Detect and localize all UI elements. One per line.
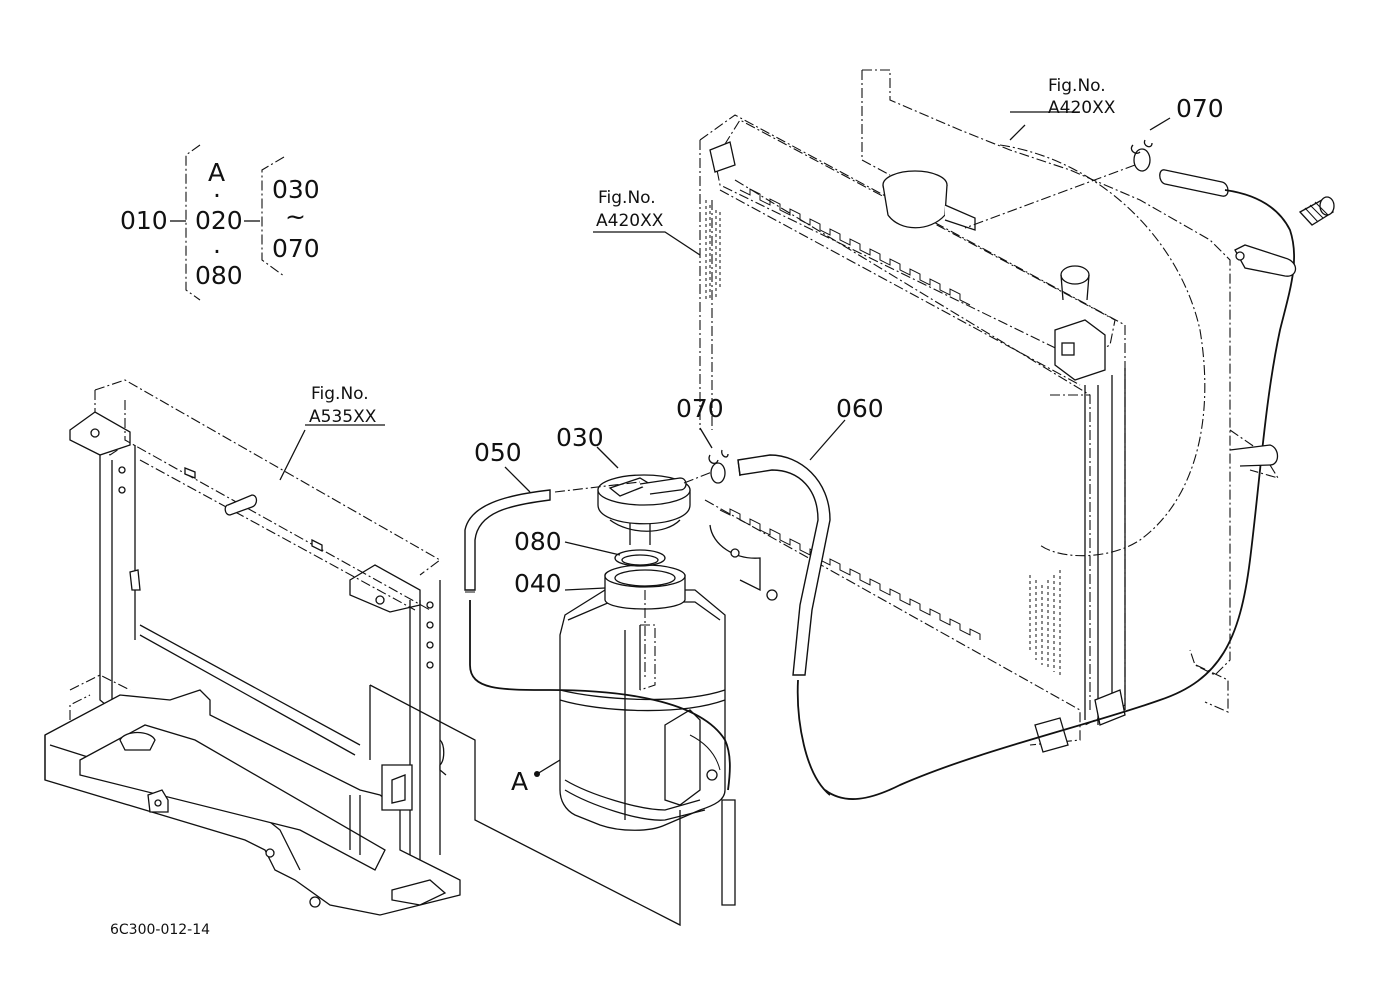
drawing-code: 6C300-012-14 bbox=[110, 922, 210, 938]
fig-ref-left-line2: A420XX bbox=[596, 211, 664, 231]
fig-ref-left-line1: Fig.No. bbox=[598, 188, 656, 208]
overflow-hose-upper bbox=[824, 139, 1335, 800]
key-bracket-left bbox=[185, 144, 201, 301]
key-080: 080 bbox=[195, 261, 243, 290]
callout-050: 050 bbox=[474, 438, 522, 467]
key-bracket-right bbox=[261, 156, 285, 277]
drain-fitting bbox=[1298, 196, 1335, 226]
fig-ref-frame-line1: Fig.No. bbox=[311, 384, 369, 404]
clip-top-icon bbox=[1130, 139, 1153, 172]
hose-050 bbox=[464, 481, 736, 906]
reserve-tank-040 bbox=[559, 564, 726, 831]
fig-ref-top-line1: Fig.No. bbox=[1048, 76, 1106, 96]
key-020: 020 bbox=[195, 206, 243, 235]
key-tilde: ~ bbox=[285, 202, 306, 231]
leader-lines bbox=[279, 111, 1171, 591]
callout-080: 080 bbox=[514, 527, 562, 556]
cap-030 bbox=[597, 474, 691, 532]
clip-mid-icon bbox=[683, 449, 729, 484]
key-item-a: A bbox=[208, 158, 225, 187]
callout-070-top: 070 bbox=[1176, 94, 1224, 123]
mounting-frame bbox=[44, 379, 461, 916]
key-010: 010 bbox=[120, 206, 168, 235]
radiator-assembly bbox=[699, 69, 1280, 753]
callout-040: 040 bbox=[514, 569, 562, 598]
hose-060 bbox=[737, 454, 831, 796]
fig-ref-frame-line2: A535XX bbox=[309, 407, 377, 427]
callout-030: 030 bbox=[556, 423, 604, 452]
key-030: 030 bbox=[272, 175, 320, 204]
callout-labels: Fig.No. A420XX 070 Fig.No. A420XX Fig.No… bbox=[110, 76, 1224, 938]
key-dot-1: · bbox=[213, 181, 221, 210]
fig-ref-top-line2: A420XX bbox=[1048, 98, 1116, 118]
callout-070-mid: 070 bbox=[676, 394, 724, 423]
callout-060: 060 bbox=[836, 394, 884, 423]
upper-hose-segment bbox=[1159, 169, 1229, 197]
key-dot-2: · bbox=[213, 237, 221, 266]
key-070: 070 bbox=[272, 234, 320, 263]
assembly-key: 010 A · 020 · 080 030 ~ 070 bbox=[120, 144, 320, 301]
callout-a: A bbox=[511, 767, 528, 796]
ring-080 bbox=[614, 505, 666, 567]
